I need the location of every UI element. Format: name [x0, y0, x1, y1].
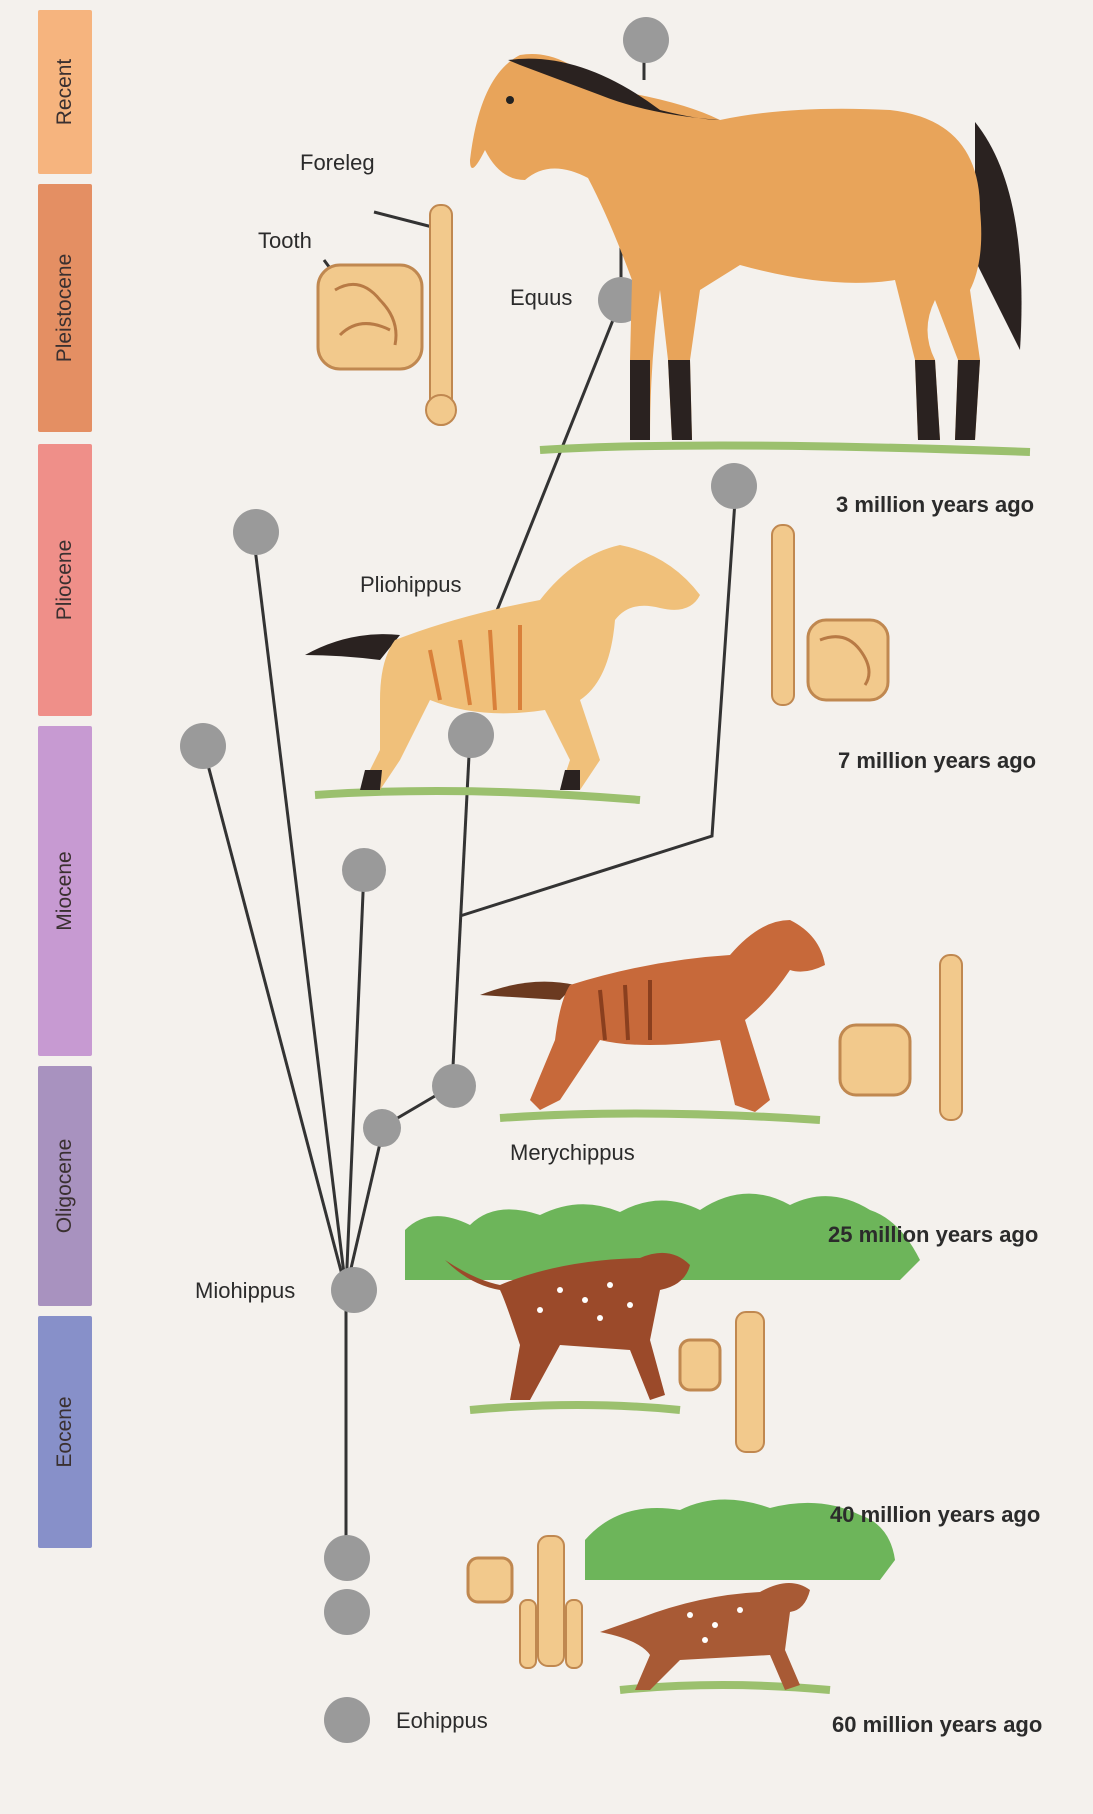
eohippus-label: Eohippus [396, 1708, 488, 1734]
equus-fossils [318, 205, 456, 425]
tooth-label: Tooth [258, 228, 312, 254]
tooth-fossil [468, 1558, 512, 1602]
equus-label: Equus [510, 285, 572, 311]
tree-node [233, 509, 279, 555]
merychippus-label: Merychippus [510, 1140, 635, 1166]
tree-node [324, 1589, 370, 1635]
tree-node [711, 463, 757, 509]
time-label-3: 3 million years ago [836, 492, 1034, 518]
tree-node [342, 848, 386, 892]
time-label-7: 7 million years ago [838, 748, 1036, 774]
foreleg-bone [772, 525, 794, 705]
time-label-60: 60 million years ago [832, 1712, 1042, 1738]
foreleg-bone [538, 1536, 564, 1666]
foreleg-bone [736, 1312, 764, 1452]
tree-node [331, 1267, 377, 1313]
tree-node [363, 1109, 401, 1147]
equus-illustration [470, 54, 1030, 452]
miohippus-fossils [680, 1312, 764, 1452]
merychippus-illustration [480, 920, 825, 1120]
tree-node [432, 1064, 476, 1108]
foreleg-bone [430, 205, 452, 425]
miohippus-label: Miohippus [195, 1278, 295, 1304]
tree-node [324, 1535, 370, 1581]
tree-node [180, 723, 226, 769]
tooth-fossil [680, 1340, 720, 1390]
tree-node [448, 712, 494, 758]
tree-node [623, 17, 669, 63]
pliohippus-fossils [772, 525, 888, 705]
foreleg-label: Foreleg [300, 150, 375, 176]
tree-node [324, 1697, 370, 1743]
pliohippus-label: Pliohippus [360, 572, 462, 598]
tooth-fossil [808, 620, 888, 700]
eohippus-illustration [585, 1499, 895, 1690]
tooth-fossil [318, 265, 422, 369]
eohippus-fossils [468, 1536, 582, 1668]
tooth-fossil [840, 1025, 910, 1095]
time-label-40: 40 million years ago [830, 1502, 1040, 1528]
merychippus-fossils [840, 955, 962, 1120]
time-label-25: 25 million years ago [828, 1222, 1038, 1248]
foreleg-bone [940, 955, 962, 1120]
